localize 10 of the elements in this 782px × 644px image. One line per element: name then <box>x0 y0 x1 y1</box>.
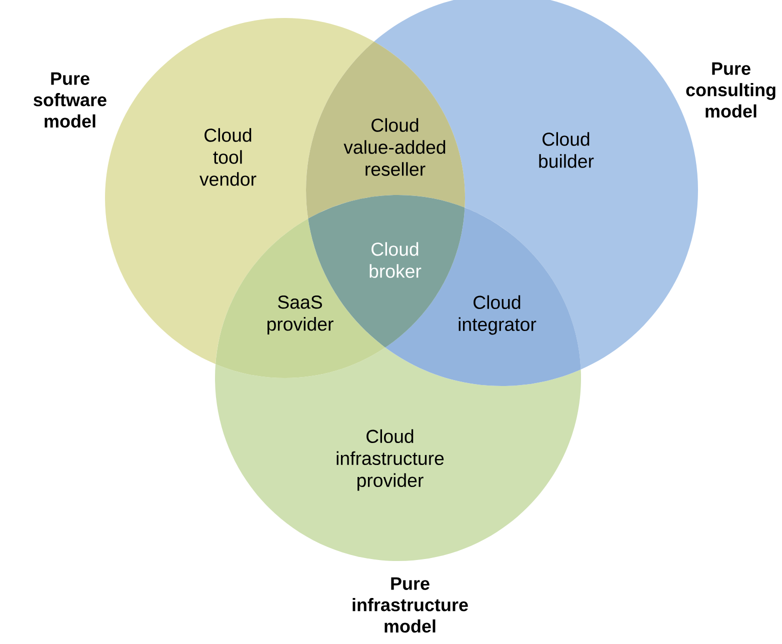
region-label: Cloud infrastructure provider <box>336 429 444 491</box>
region-label: Cloud integrator <box>458 295 536 335</box>
model-heading: Pure software model <box>34 72 106 128</box>
model-heading: Pure consulting model <box>686 62 776 118</box>
region-label: SaaS provider <box>268 296 334 334</box>
region-label: Cloud tool vendor <box>200 128 256 186</box>
region-label: Cloud value-added reseller <box>344 118 446 176</box>
model-heading: Pure infrastructure model <box>352 577 468 633</box>
region-label: Cloud broker <box>370 242 422 278</box>
region-label: Cloud builder <box>539 132 594 168</box>
